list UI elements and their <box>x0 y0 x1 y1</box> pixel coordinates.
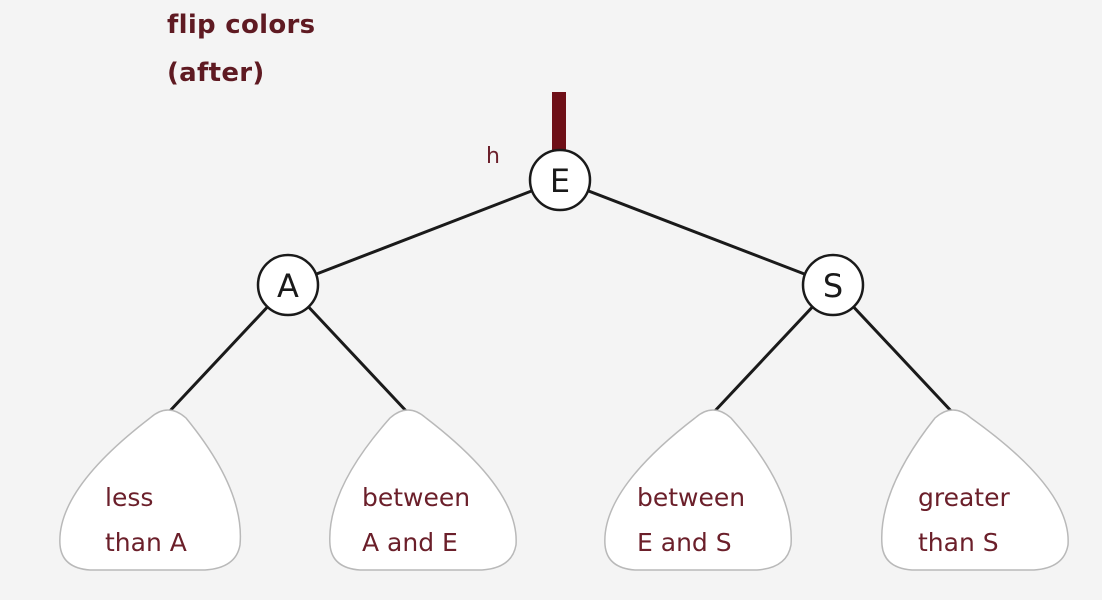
subtree-line2: than S <box>918 528 999 557</box>
subtree-line2: than A <box>105 528 187 557</box>
subtree-between-e-and-s: between E and S <box>604 409 792 571</box>
node-left: A <box>256 253 320 317</box>
diagram-subtitle: (after) <box>167 58 265 88</box>
subtree-between-a-and-e: between A and E <box>329 409 517 571</box>
subtree-line1: greater <box>918 483 1010 512</box>
red-link <box>552 92 566 154</box>
subtree-greater-than-s: greater than S <box>881 409 1069 571</box>
subtree-line2: A and E <box>362 528 458 557</box>
node-root: E <box>528 148 592 212</box>
edge-e-s <box>559 178 834 287</box>
diagram-title: flip colors <box>167 10 316 40</box>
edge-e-a <box>287 178 561 287</box>
subtree-less-than-a: less than A <box>59 409 242 571</box>
node-root-key: E <box>550 162 570 200</box>
node-right-key: S <box>823 267 843 305</box>
subtree-line1: less <box>105 483 153 512</box>
pointer-label: h <box>486 144 500 169</box>
subtree-line2: E and S <box>637 528 732 557</box>
subtree-line1: between <box>637 483 745 512</box>
node-left-key: A <box>277 267 299 305</box>
node-right: S <box>801 253 865 317</box>
subtree-line1: between <box>362 483 470 512</box>
